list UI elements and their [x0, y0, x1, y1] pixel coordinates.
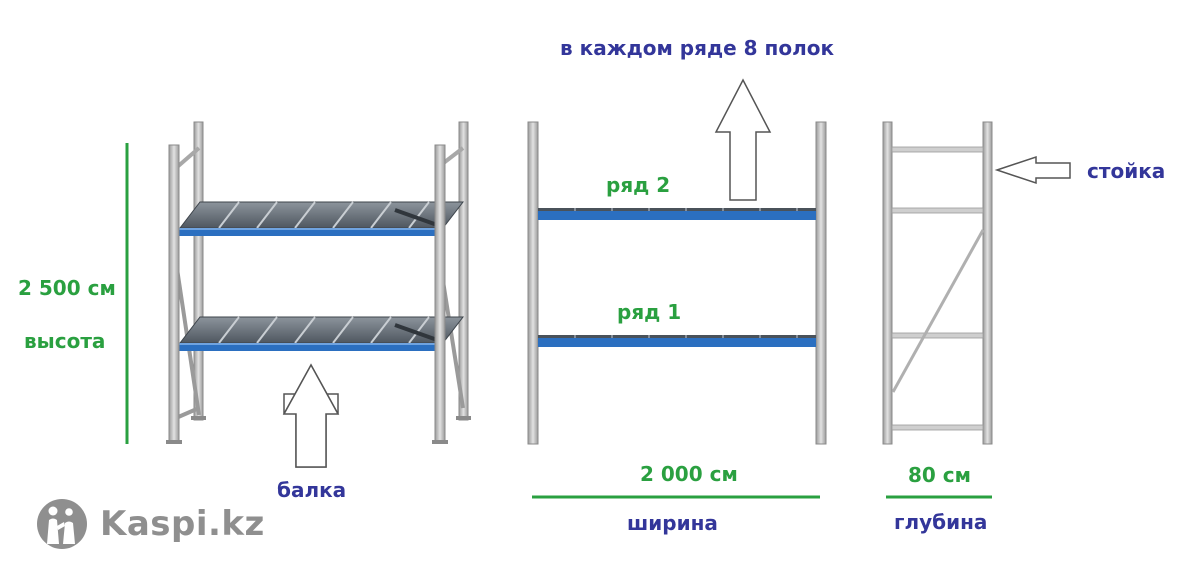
- kaspi-logo-icon: [37, 499, 87, 549]
- row2-label: ряд 2: [606, 173, 671, 197]
- row1-label: ряд 1: [617, 300, 682, 324]
- side-view-rung: [891, 332, 984, 339]
- width-caption-label: ширина: [627, 511, 718, 535]
- rack-perspective: [166, 121, 471, 444]
- height-value-label: 2 500 см: [18, 276, 116, 300]
- kaspi-logo-text: Kaspi.kz: [100, 504, 265, 544]
- rack-base-plate: [432, 440, 448, 444]
- rack-front-post-left: [168, 144, 180, 444]
- width-value-label: 2 000 см: [640, 462, 738, 486]
- rack-back-post-left: [193, 121, 204, 421]
- beam-arrow-icon-shape: [282, 363, 340, 468]
- height-caption-label: высота: [24, 329, 106, 353]
- shelves-arrow-icon: [714, 78, 772, 201]
- side-view-rung: [891, 424, 984, 431]
- rack-side-view: [882, 121, 993, 445]
- front-view-post-right: [815, 121, 827, 445]
- rack-lower-deck-panels: [218, 316, 430, 344]
- side-view-post-left: [882, 121, 893, 445]
- rack-upper-deck-panels: [218, 201, 430, 229]
- rack-lower-beam: [178, 343, 444, 351]
- depth-value-label: 80 см: [908, 463, 971, 487]
- kaspi-logo: Kaspi.kz: [36, 498, 265, 550]
- side-view-diagonal-brace: [891, 229, 985, 393]
- rack-base-plate: [191, 416, 206, 420]
- rack-side-brace: [174, 146, 201, 170]
- rack-deck-strap: [394, 323, 441, 343]
- side-view-post-right: [982, 121, 993, 445]
- rack-base-plate: [166, 440, 182, 444]
- depth-caption-label: глубина: [894, 510, 988, 534]
- rack-side-brace: [175, 406, 200, 420]
- shelves-note-label: в каждом ряде 8 полок: [560, 36, 835, 60]
- rack-front-view: [527, 121, 827, 445]
- side-view-rung: [891, 146, 984, 153]
- rack-front-post-right: [434, 144, 446, 444]
- rack-deck-strap: [394, 208, 441, 228]
- rack-upper-beam: [178, 228, 444, 236]
- side-view-rung: [891, 207, 984, 214]
- front-view-post-left: [527, 121, 539, 445]
- beam-label: балка: [277, 478, 347, 502]
- rack-back-post-right: [458, 121, 469, 421]
- post-arrow-icon: [994, 155, 1071, 185]
- post-label: стойка: [1087, 159, 1166, 183]
- rack-base-plate: [456, 416, 471, 420]
